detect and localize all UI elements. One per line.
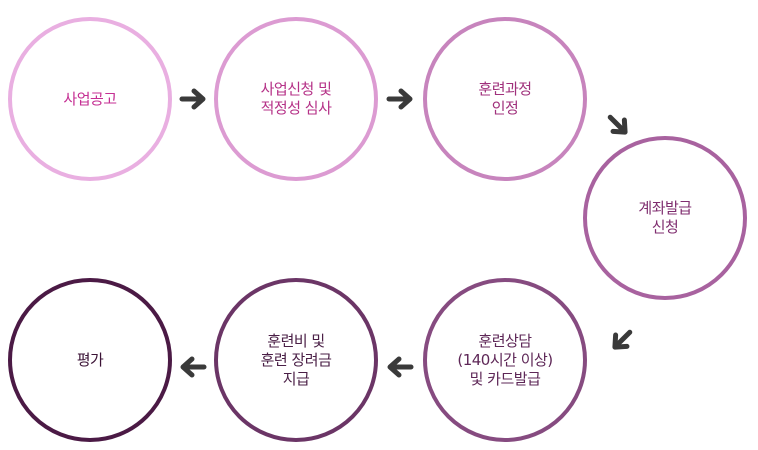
arrow-down-right-icon — [600, 107, 636, 143]
arrow-right-icon — [382, 81, 418, 117]
step-7-evaluation: 평가 — [8, 278, 172, 442]
arrow-down-left-icon — [604, 322, 640, 358]
step-5-counseling-card: 훈련상담 (140시간 이상) 및 카드발급 — [423, 278, 587, 442]
step-1-business-announcement: 사업공고 — [8, 17, 172, 181]
arrow-left-icon — [175, 349, 211, 385]
step-label: 사업신청 및 적정성 심사 — [260, 80, 332, 117]
step-label: 훈련상담 (140시간 이상) 및 카드발급 — [457, 331, 553, 388]
step-3-course-approval: 훈련과정 인정 — [423, 17, 587, 181]
arrow-right-icon — [175, 81, 211, 117]
step-4-account-issuance: 계좌발급 신청 — [583, 136, 747, 300]
step-label: 사업공고 — [63, 89, 117, 108]
arrow-left-icon — [382, 349, 418, 385]
step-label: 훈련과정 인정 — [478, 80, 532, 117]
step-label: 계좌발급 신청 — [638, 199, 692, 236]
step-label: 평가 — [76, 350, 104, 369]
step-6-training-allowance: 훈련비 및 훈련 장려금 지급 — [214, 278, 378, 442]
step-2-application-review: 사업신청 및 적정성 심사 — [214, 17, 378, 181]
step-label: 훈련비 및 훈련 장려금 지급 — [260, 331, 332, 388]
